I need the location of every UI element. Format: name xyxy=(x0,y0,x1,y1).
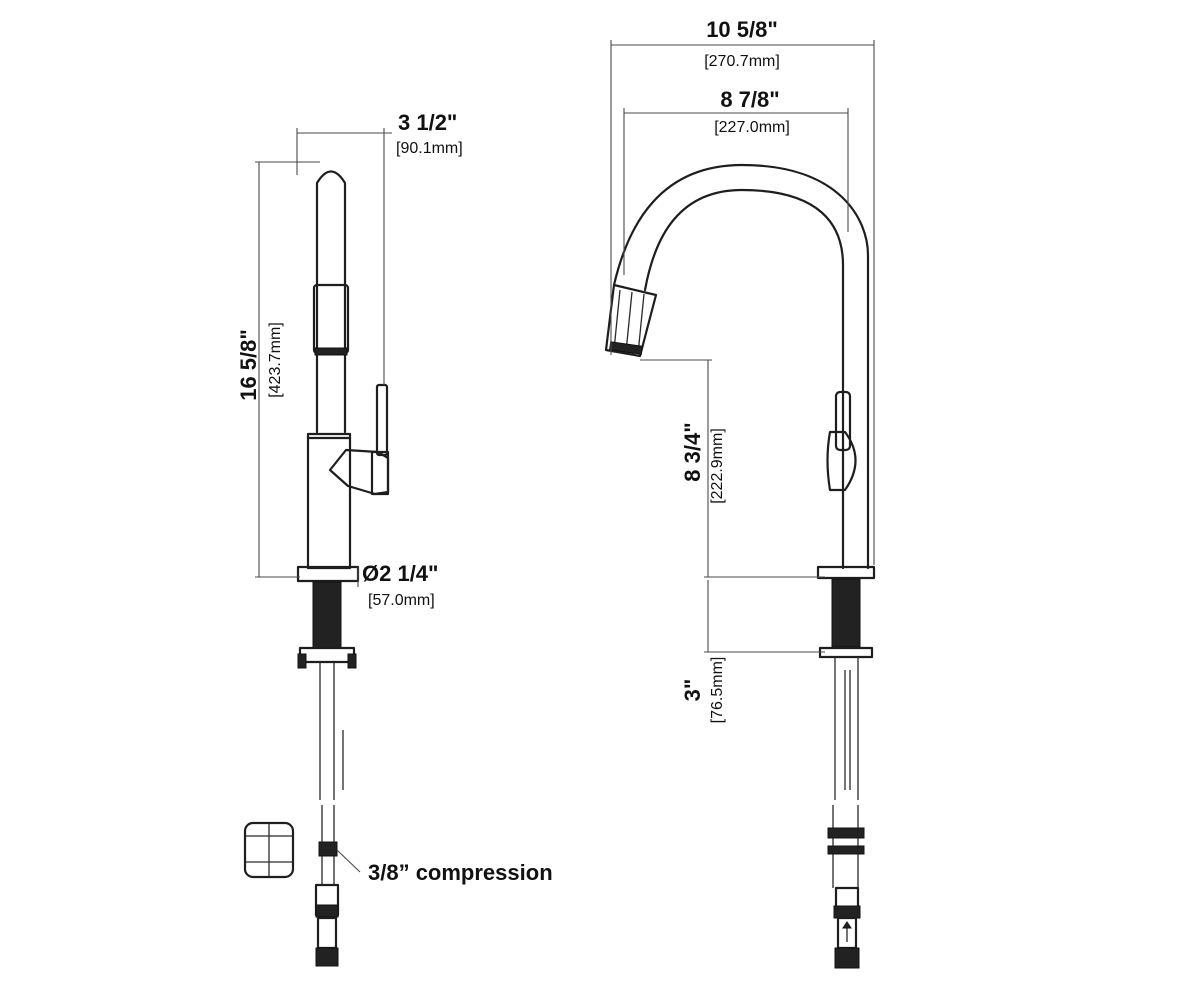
side-handle-cap xyxy=(370,450,390,496)
front-threaded-shank xyxy=(831,578,861,648)
side-spray-band xyxy=(314,347,348,356)
spout-reach-imperial: 8 7/8" xyxy=(720,87,779,112)
compression-note: 3/8” compression xyxy=(368,860,553,885)
total-height-imperial: 16 5/8" xyxy=(236,329,261,401)
side-handle-stem xyxy=(375,383,389,457)
side-lever-handle xyxy=(328,448,390,496)
front-view-dimensions xyxy=(610,40,875,653)
side-compression-fitting xyxy=(318,841,338,857)
spout-projection-metric: [90.1mm] xyxy=(396,140,463,157)
spout-clearance-imperial: 8 3/4" xyxy=(680,422,705,481)
front-mounting-nut xyxy=(818,646,874,659)
spray-hose-weight xyxy=(243,821,295,879)
side-mounting-nut xyxy=(298,646,356,664)
front-gooseneck-outer xyxy=(612,163,870,570)
base-diameter-metric: [57.0mm] xyxy=(368,592,435,609)
side-spout-body xyxy=(315,170,347,434)
base-diameter-imperial: Ø2 1/4" xyxy=(362,561,438,586)
total-height-metric: [423.7mm] xyxy=(267,322,284,398)
spout-projection-imperial: 3 1/2" xyxy=(398,110,457,135)
front-base-plate xyxy=(816,565,876,580)
deck-thickness-imperial: 3" xyxy=(680,679,705,702)
spout-reach-metric: [227.0mm] xyxy=(714,119,790,136)
side-threaded-shank xyxy=(312,581,342,649)
front-handle-cap xyxy=(826,430,857,492)
front-handle-lever xyxy=(834,390,852,452)
side-spray-head xyxy=(312,283,350,355)
overall-reach-imperial: 10 5/8" xyxy=(706,17,778,42)
deck-thickness-metric: [76.5mm] xyxy=(709,657,726,724)
front-compression-fittings xyxy=(827,827,865,839)
side-view-faucet xyxy=(296,170,390,967)
front-spray-head xyxy=(604,283,658,358)
front-view-faucet xyxy=(604,163,876,969)
front-gooseneck-inner xyxy=(643,188,845,570)
side-view-dimensions xyxy=(255,128,392,873)
overall-reach-metric: [270.7mm] xyxy=(704,53,780,70)
spout-clearance-metric: [222.9mm] xyxy=(709,428,726,504)
